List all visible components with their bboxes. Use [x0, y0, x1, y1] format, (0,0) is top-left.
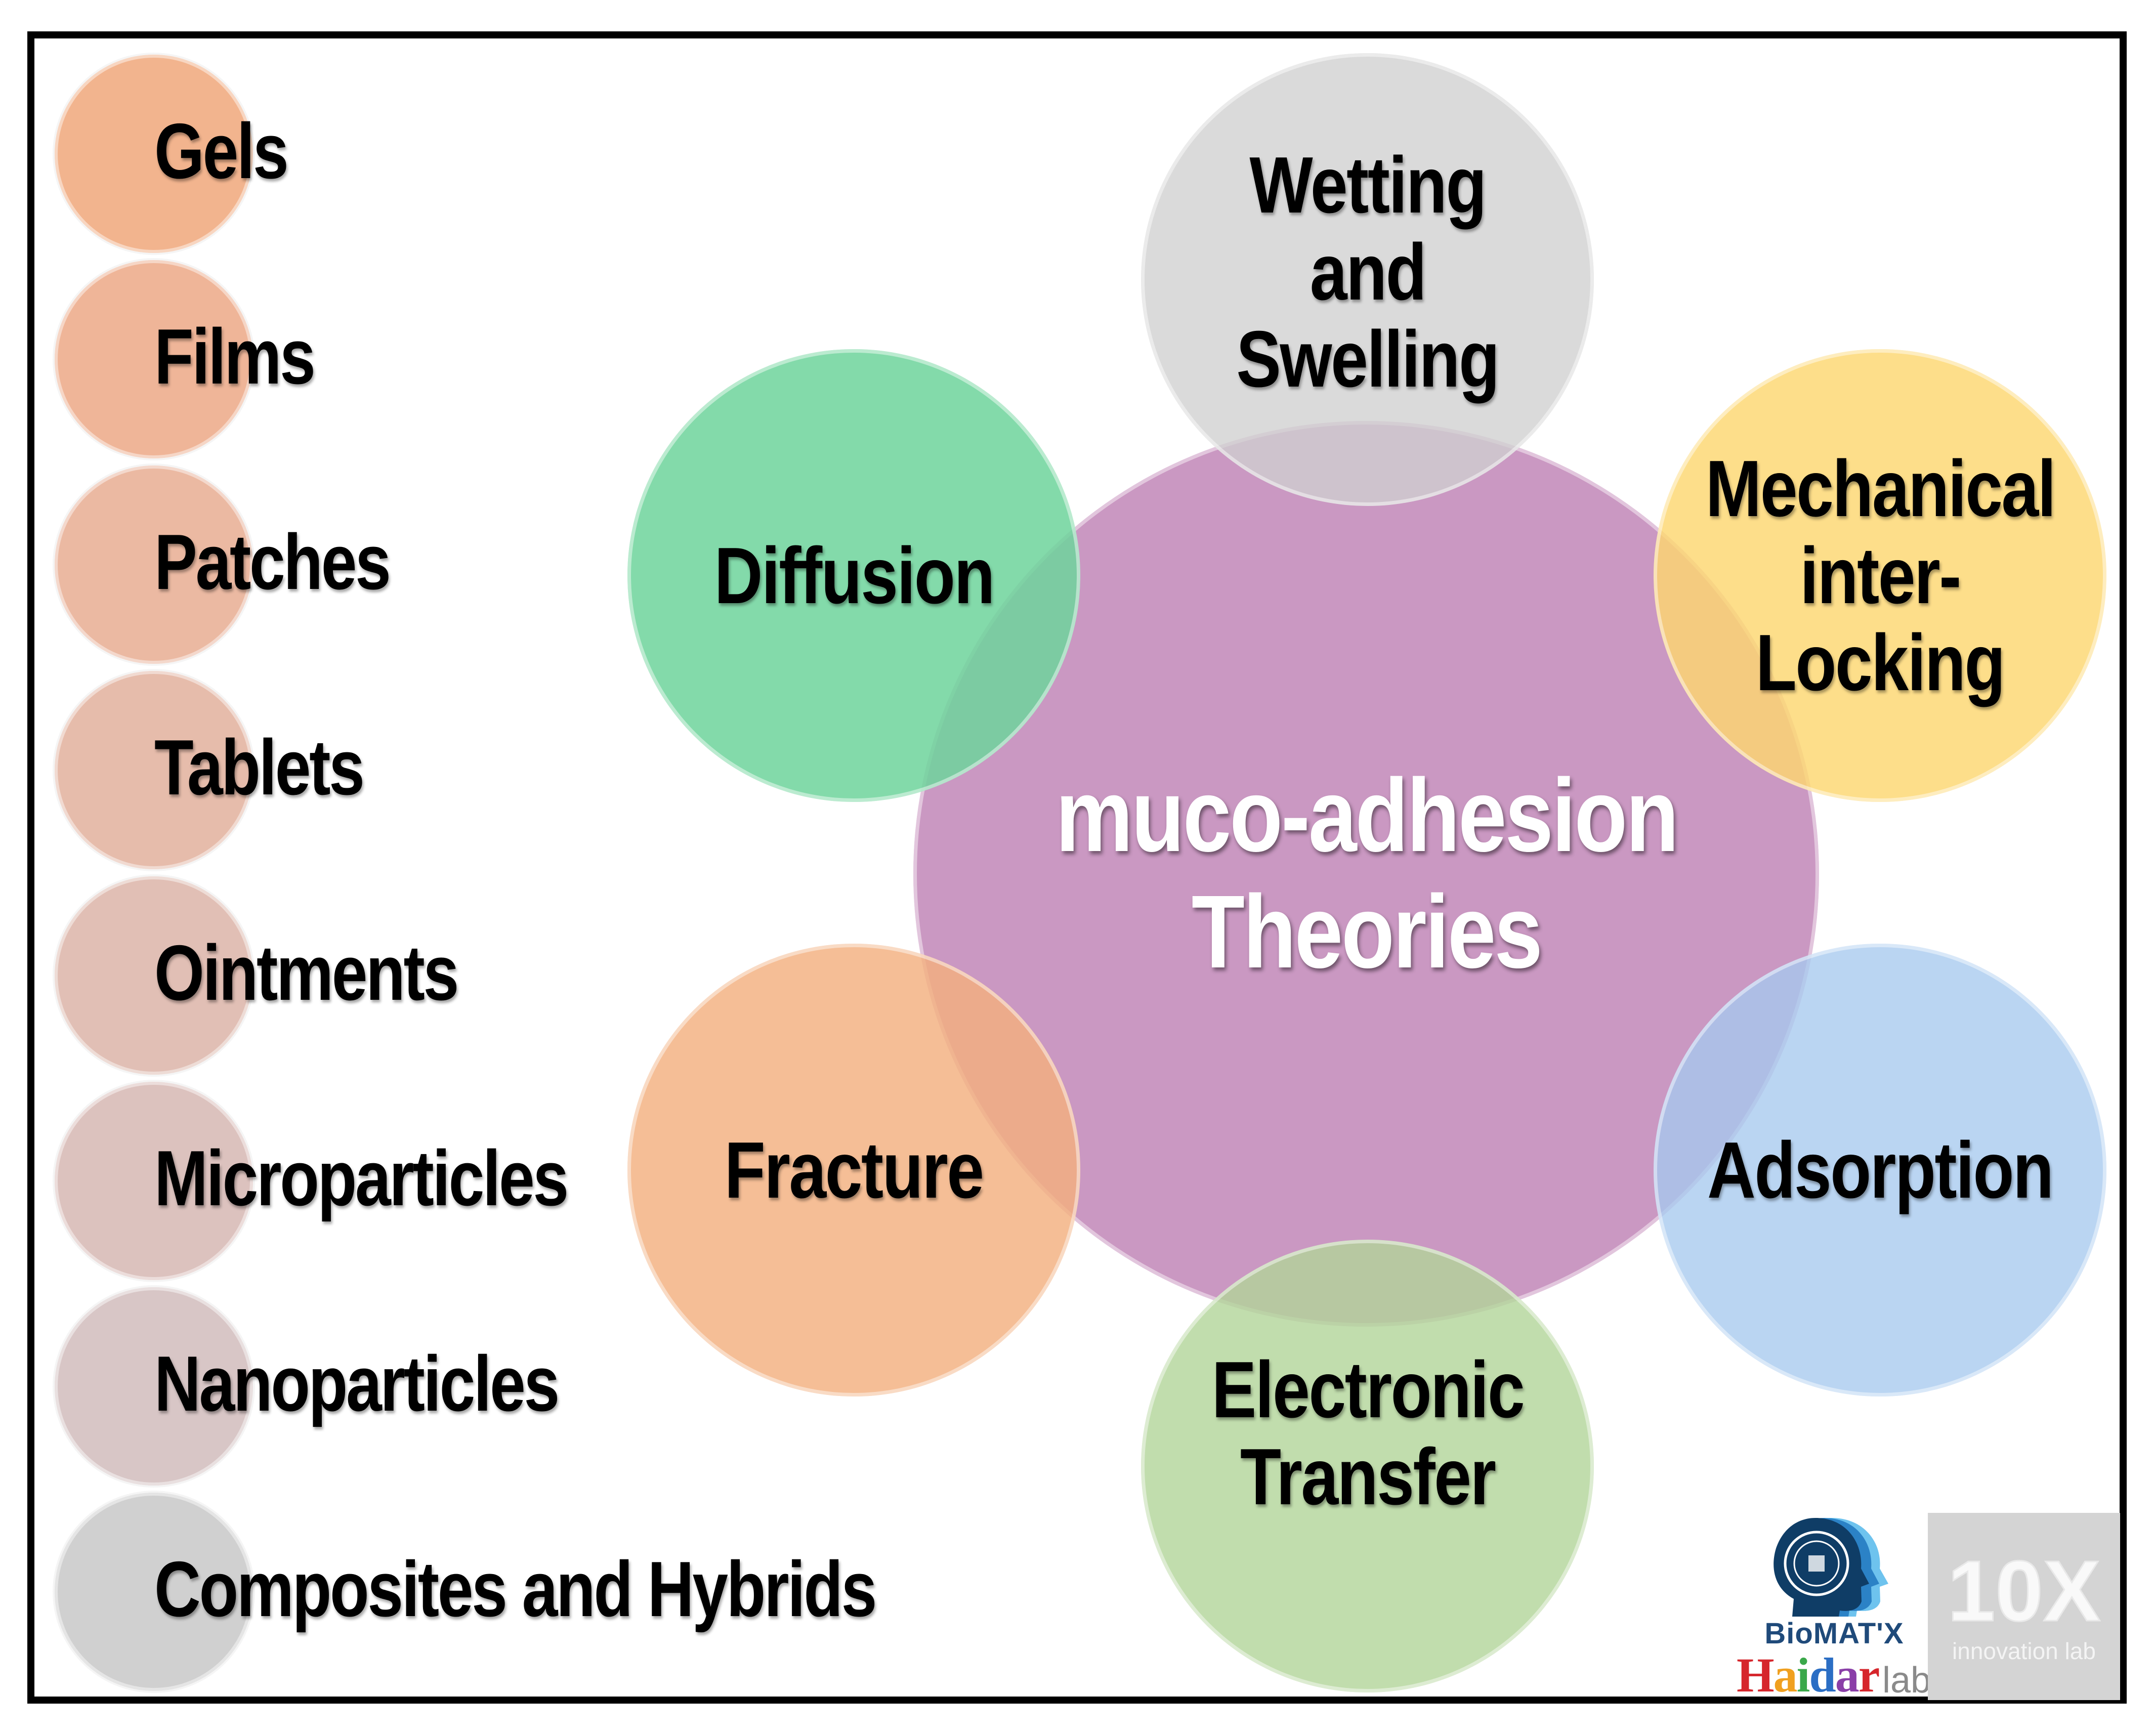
dosage-circle-films — [55, 260, 253, 458]
10x-wordmark: 10X — [1947, 1543, 2101, 1639]
dosage-circle-nanoparticles — [55, 1287, 253, 1486]
haidar-letter: r — [1858, 1648, 1880, 1702]
theory-label-wetting: Wetting and Swelling — [1141, 46, 1594, 498]
theory-circle-diffusion — [627, 349, 1080, 802]
haidar-letter: i — [1796, 1648, 1810, 1702]
dosage-circle-gels — [55, 55, 253, 253]
head-profiles-icon — [1774, 1518, 1888, 1617]
theory-label-mechanical: Mechanical inter- Locking — [1654, 349, 2106, 802]
center-title: muco-adhesion Theories — [913, 421, 1819, 1327]
theory-label-line: Diffusion — [714, 531, 995, 620]
dosage-label-microparticles: Microparticles — [154, 1134, 569, 1222]
dosage-label-gels: Gels — [154, 107, 289, 195]
haidar-letter: a — [1835, 1648, 1860, 1702]
theory-label-line: Adsorption — [1707, 1125, 2054, 1215]
theory-label-line: inter- — [1800, 531, 1961, 620]
theory-label-line: Locking — [1755, 618, 2006, 707]
biomatx-wordmark: BioMAT'X — [1764, 1617, 1904, 1650]
dosage-circle-composites — [55, 1493, 253, 1691]
theory-label-diffusion: Diffusion — [627, 349, 1080, 802]
haidar-letter: H — [1737, 1648, 1775, 1702]
innovation-lab-wordmark: innovation lab — [1952, 1638, 2096, 1664]
theory-label-line: Wetting — [1249, 140, 1487, 230]
theory-circle-wetting — [1141, 53, 1594, 506]
center-title-line2: Theories — [1191, 874, 1543, 990]
theory-circle-adsorption — [1654, 944, 2106, 1396]
theory-label-line: Swelling — [1236, 314, 1500, 404]
theory-label-line: Transfer — [1240, 1432, 1496, 1521]
haidar-letter: d — [1809, 1648, 1836, 1702]
theory-label-adsorption: Adsorption — [1654, 944, 2106, 1396]
10x-innovation-lab-logo: 10X innovation lab — [1928, 1513, 2120, 1700]
theory-label-electronic: Electronic Transfer — [1141, 1207, 1594, 1660]
theory-label-fracture: Fracture — [627, 944, 1080, 1396]
dosage-label-patches: Patches — [154, 518, 391, 606]
theory-circle-fracture — [627, 944, 1080, 1396]
theory-label-line: Fracture — [725, 1125, 984, 1215]
biomatx-haidar-logo: BioMAT'X Haidar lab — [1736, 1508, 1933, 1703]
dosage-label-tablets: Tablets — [154, 724, 365, 811]
haidar-letter: a — [1773, 1648, 1798, 1702]
dosage-circle-microparticles — [55, 1082, 253, 1280]
lab-wordmark: lab — [1882, 1660, 1931, 1701]
dosage-circle-patches — [55, 465, 253, 664]
dosage-label-nanoparticles: Nanoparticles — [154, 1340, 560, 1427]
theory-label-line: Mechanical — [1705, 444, 2056, 533]
center-title-line1: muco-adhesion — [1055, 757, 1679, 873]
dosage-label-composites: Composites and Hybrids — [154, 1545, 877, 1633]
dosage-label-ointments: Ointments — [154, 929, 459, 1017]
theory-label-line: Electronic — [1211, 1345, 1525, 1434]
theory-circle-electronic — [1141, 1240, 1594, 1692]
dosage-label-films: Films — [154, 313, 316, 400]
dosage-circle-tablets — [55, 671, 253, 869]
theory-label-line: and — [1310, 227, 1426, 317]
haidar-wordmark: Haidar — [1737, 1647, 1880, 1703]
dosage-circle-ointments — [55, 876, 253, 1075]
theory-circle-mechanical — [1654, 349, 2106, 802]
